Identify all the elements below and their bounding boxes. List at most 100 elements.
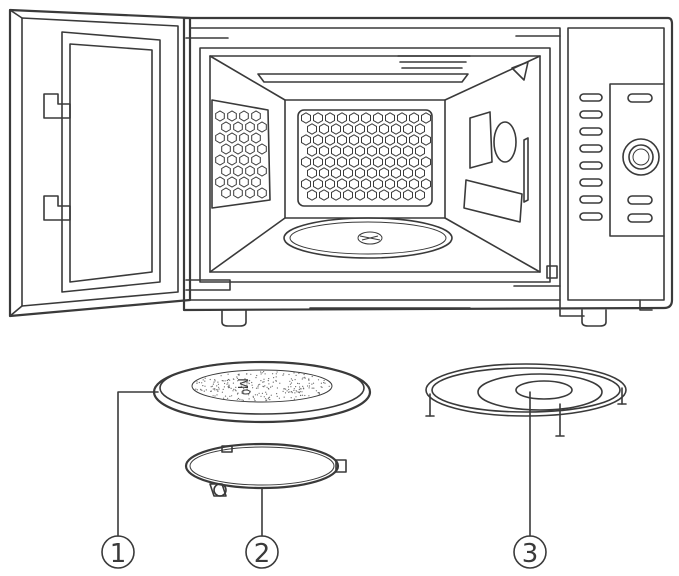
tray-speck (256, 374, 258, 377)
tray-speck (237, 392, 239, 394)
mesh-hole (409, 112, 419, 124)
tray-speck (308, 395, 310, 397)
tray-speck (323, 379, 325, 382)
tray-speck (263, 371, 265, 373)
mesh-hole (227, 154, 237, 166)
stop-button (627, 213, 653, 223)
mesh-hole (257, 143, 267, 155)
mesh-hole (325, 178, 335, 190)
tray-speck (293, 388, 295, 390)
tray-speck (283, 388, 286, 390)
microwave-door (8, 8, 192, 318)
tray-speck (302, 377, 304, 379)
tray-speck (196, 389, 198, 391)
tray-speck (276, 371, 278, 373)
tray-speck (232, 378, 234, 380)
tray-speck (256, 394, 258, 396)
tray-speck (201, 382, 203, 384)
svg-text:M: M (234, 378, 249, 389)
mesh-hole (221, 165, 231, 177)
tray-speck (228, 384, 230, 386)
tray-speck (293, 372, 295, 374)
mesh-hole (361, 134, 371, 146)
tray-speck (298, 392, 301, 394)
tray-speck (195, 388, 197, 390)
mesh-hole (325, 112, 335, 124)
mesh-hole (343, 167, 353, 179)
mesh-hole (251, 176, 261, 188)
tray-speck (201, 389, 203, 391)
tray-speck (224, 382, 226, 385)
mesh-hole (373, 156, 383, 168)
tray-speck (234, 389, 236, 391)
mesh-hole (349, 112, 359, 124)
tray-speck (213, 381, 215, 383)
tray-speck (299, 390, 301, 393)
tray-speck (293, 398, 295, 400)
mesh-hole (239, 110, 249, 122)
tray-speck (304, 377, 306, 379)
mesh-hole (301, 134, 311, 146)
tray-speck (242, 399, 244, 401)
tray-speck (251, 381, 253, 384)
tray-speck (302, 387, 304, 389)
control-panel (567, 27, 665, 301)
display-button (627, 93, 653, 103)
tray-speck (220, 375, 222, 377)
mesh-hole (325, 156, 335, 168)
mesh-hole (239, 176, 249, 188)
tray-speck (272, 373, 274, 375)
mesh-hole (373, 134, 383, 146)
tray-speck (254, 394, 256, 396)
tray-speck (289, 383, 291, 385)
tray-speck (324, 382, 326, 384)
mesh-hole (355, 189, 365, 201)
tray-speck (214, 389, 216, 391)
mesh-hole (319, 167, 329, 179)
tray-speck (275, 376, 277, 378)
callout-2: 2 (245, 535, 279, 569)
tray-speck (245, 373, 248, 375)
mesh-hole (251, 132, 261, 144)
tray-speck (248, 382, 250, 385)
tray-speck (328, 385, 330, 387)
tray-speck (212, 388, 214, 390)
tray-speck (246, 384, 248, 386)
mesh-hole (337, 178, 347, 190)
mesh-hole (343, 123, 353, 135)
tray-speck (243, 382, 245, 384)
tray-speck (284, 392, 287, 394)
mesh-hole (391, 145, 401, 157)
tray-speck (223, 386, 225, 388)
mesh-hole (233, 143, 243, 155)
tray-speck (269, 399, 271, 401)
mesh-hole (397, 112, 407, 124)
mesh-hole (367, 167, 377, 179)
mesh-hole (227, 176, 237, 188)
tray-speck (276, 395, 278, 397)
mesh-hole (355, 145, 365, 157)
tray-speck (242, 387, 244, 389)
mesh-hole (355, 167, 365, 179)
mesh-hole (331, 145, 341, 157)
tray-speck (315, 390, 317, 392)
tray-speck (237, 380, 239, 382)
mesh-hole (227, 132, 237, 144)
tray-speck (260, 380, 262, 382)
mesh-hole (257, 187, 267, 199)
mesh-hole (373, 112, 383, 124)
tray-speck (308, 387, 310, 389)
tray-speck (282, 374, 284, 376)
tray-speck (303, 373, 305, 376)
mesh-hole (415, 123, 425, 135)
tray-speck (311, 387, 313, 389)
tray-speck (299, 386, 301, 388)
tray-speck (252, 396, 254, 398)
mesh-hole (313, 112, 323, 124)
tray-speck (241, 399, 243, 401)
mesh-hole (355, 123, 365, 135)
tray-speck (308, 385, 311, 387)
tray-speck (297, 382, 299, 384)
mesh-hole (391, 167, 401, 179)
